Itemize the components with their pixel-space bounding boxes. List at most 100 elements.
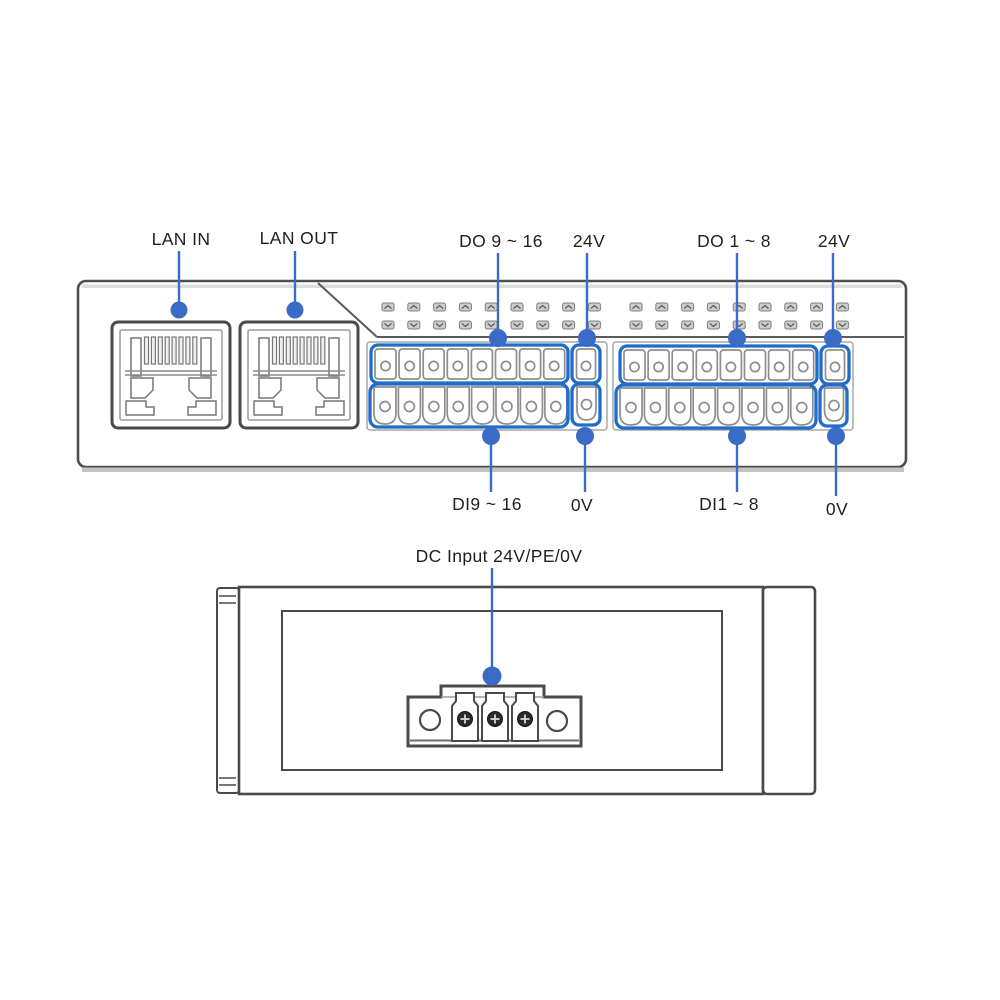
- vent-slot: [732, 320, 746, 330]
- terminal-hole: [580, 398, 593, 411]
- vent-slot: [810, 302, 824, 312]
- vent-slot: [562, 302, 576, 312]
- mounting-hole-left: [418, 708, 442, 732]
- callout-dot: [489, 329, 507, 347]
- vent-slot: [587, 302, 601, 312]
- rj45-pin: [285, 336, 291, 365]
- vent-slot: [655, 320, 669, 330]
- terminal-hole: [797, 361, 809, 373]
- terminal-hole: [722, 401, 735, 414]
- vent-slot: [629, 320, 643, 330]
- terminal-hole: [500, 360, 512, 372]
- rj45-pin: [171, 336, 177, 365]
- di9-16-highlight: [368, 382, 570, 429]
- 0v-right-highlight: [818, 383, 849, 428]
- terminal-hole: [404, 360, 416, 372]
- callout-dot: [576, 427, 594, 445]
- vent-slot: [510, 302, 524, 312]
- vent-slot: [407, 302, 421, 312]
- terminal-hole: [673, 401, 686, 414]
- terminal-hole: [773, 361, 785, 373]
- callout-lan-in: [170, 251, 188, 319]
- callout-do9-16: [489, 253, 507, 347]
- terminal-hole: [427, 400, 440, 413]
- terminal-hole: [625, 401, 637, 414]
- label-0v-left: 0V: [570, 495, 594, 515]
- terminal-hole: [525, 400, 538, 413]
- callout-dot: [824, 329, 842, 347]
- 0v-left-highlight: [570, 382, 602, 427]
- vent-slot: [433, 320, 447, 330]
- terminal-block-right: [619, 349, 846, 426]
- vent-slot: [706, 302, 720, 312]
- vent-slot: [536, 302, 550, 312]
- terminal-hole: [501, 400, 513, 413]
- callout-24v-right: [824, 253, 842, 347]
- vent-grid-left: [381, 302, 601, 330]
- vent-slot: [381, 320, 395, 330]
- vent-slot: [758, 302, 772, 312]
- dc-power-connector: [406, 684, 583, 748]
- terminal-hole: [795, 401, 808, 414]
- callout-dot: [728, 427, 746, 445]
- callout-24v-left: [578, 253, 596, 347]
- terminal-hole: [380, 360, 391, 372]
- terminal-hole: [428, 360, 440, 372]
- terminal-hole: [524, 360, 536, 372]
- label-0v-right: 0V: [825, 499, 849, 519]
- vent-slot: [784, 302, 798, 312]
- label-24v-left: 24V: [572, 231, 606, 251]
- rj45-port-lan-in: [110, 320, 232, 430]
- callout-dot: [482, 427, 500, 445]
- callout-0v-left: [576, 427, 594, 492]
- rear-left-flange: [216, 587, 240, 794]
- vent-slot: [810, 320, 824, 330]
- mounting-hole-right: [545, 709, 569, 733]
- rj45-pin: [320, 336, 326, 365]
- rj45-pin: [164, 336, 170, 365]
- panel-bottom-shade: [82, 467, 904, 472]
- callout-di1-8: [728, 427, 746, 492]
- rj45-pin: [299, 336, 305, 365]
- panel-top-shade: [82, 284, 902, 288]
- terminal-hole: [379, 400, 391, 413]
- vent-slot: [681, 320, 695, 330]
- label-dc-input: DC Input 24V/PE/0V: [415, 546, 583, 566]
- rj45-pin: [150, 336, 156, 365]
- terminal-hole: [725, 361, 737, 373]
- vent-slot: [407, 320, 421, 330]
- rj45-pin: [185, 336, 191, 365]
- vent-slot: [629, 302, 643, 312]
- callout-dot: [482, 666, 502, 686]
- callout-dot: [728, 329, 746, 347]
- rj45-pin: [271, 336, 278, 365]
- callout-lan-out: [286, 251, 304, 319]
- label-lan-out: LAN OUT: [259, 228, 339, 248]
- rj45-pin: [292, 336, 298, 365]
- terminal-hole: [476, 400, 489, 413]
- label-do9-16: DO 9 ~ 16: [459, 231, 543, 251]
- terminal-block-left: [373, 348, 597, 425]
- vent-slot: [681, 302, 695, 312]
- vent-slot: [433, 302, 447, 312]
- rj45-pin: [157, 336, 163, 365]
- rj45-pin: [313, 336, 319, 365]
- di1-8-highlight: [614, 383, 818, 430]
- rj45-pin: [306, 336, 312, 365]
- panel-chamfer-line: [317, 282, 378, 338]
- terminal-hole: [452, 360, 464, 372]
- terminal-hole: [829, 361, 841, 373]
- rj45-pin: [278, 336, 284, 365]
- label-di1-8: DI1 ~ 8: [699, 494, 759, 514]
- terminal-hole: [677, 361, 689, 373]
- vent-slot: [835, 302, 849, 312]
- callout-dot: [578, 329, 596, 347]
- callout-dot: [286, 301, 304, 319]
- callout-dc-input: [482, 568, 502, 686]
- callout-0v-right: [827, 427, 845, 496]
- terminal-hole: [749, 361, 761, 373]
- terminal-hole: [548, 360, 560, 372]
- label-24v-right: 24V: [817, 231, 851, 251]
